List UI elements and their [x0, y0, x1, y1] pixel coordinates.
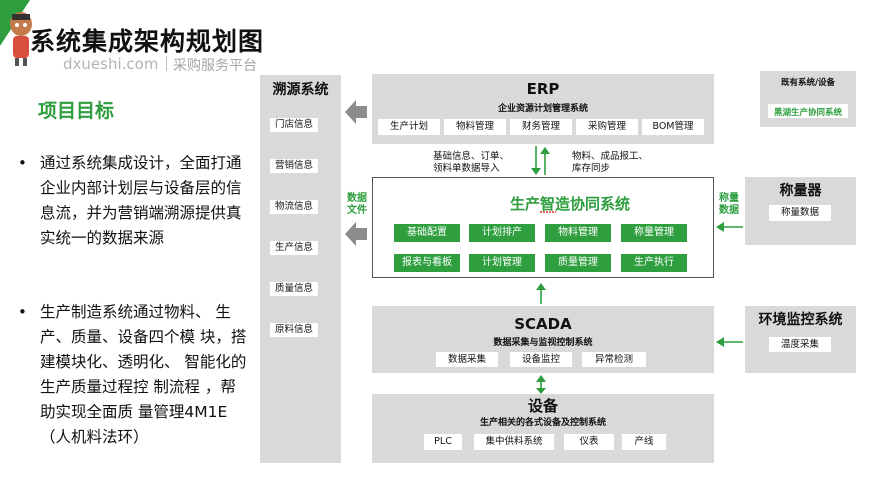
flow-label-up-2: 库存同步: [572, 163, 611, 174]
data-file-label-2: 文件: [347, 205, 367, 216]
legend-box: 既有系统/设备 黑湖生产协同系统: [760, 71, 856, 127]
mascot-logo: [10, 12, 32, 66]
erp-title: ERP: [526, 80, 560, 98]
device-module-meter: 仪表: [564, 434, 614, 450]
device-module-feeding: 集中供料系统: [474, 434, 554, 450]
scada-module-anomaly: 异常检测: [582, 352, 646, 367]
data-file-label: 数据 文件: [343, 193, 371, 217]
trace-item-logistics: 物流信息: [270, 200, 318, 214]
mes-module-schedule: 计划排产: [469, 224, 535, 242]
device-panel: 设备 生产相关的各式设备及控制系统 PLC 集中供料系统 仪表 产线: [372, 394, 714, 463]
erp-module-finance: 财务管理: [510, 119, 572, 135]
goal-heading: 项目目标: [38, 100, 115, 122]
env-monitor-title: 环境监控系统: [758, 312, 843, 328]
trace-item-quality: 质量信息: [270, 282, 318, 296]
trace-item-store: 门店信息: [270, 118, 318, 132]
device-module-line: 产线: [622, 434, 666, 450]
trace-item-material: 原料信息: [270, 323, 318, 337]
device-subtitle: 生产相关的各式设备及控制系统: [479, 418, 606, 428]
mes-module-material: 物料管理: [545, 224, 611, 242]
mes-module-execution: 生产执行: [621, 254, 687, 272]
trace-item-marketing: 营销信息: [270, 159, 318, 173]
goal-bullet-1: 通过系统集成设计，全面打通企业内部计划层与设备层的信息流，并为营销端溯源提供真实…: [40, 154, 242, 247]
erp-panel: ERP 企业资源计划管理系统 生产计划 物料管理 财务管理 采购管理 BOM管理: [372, 74, 714, 144]
trace-system-title: 溯源系统: [272, 82, 329, 98]
arrow-mes-to-trace: [345, 222, 367, 246]
erp-subtitle: 企业资源计划管理系统: [497, 104, 588, 114]
env-monitor-panel: 环境监控系统 温度采集: [745, 306, 856, 373]
weigher-item: 称量数据: [769, 205, 831, 221]
data-file-label-1: 数据: [347, 193, 367, 204]
flow-label-up-1: 物料、成品报工、: [572, 151, 649, 162]
scada-module-monitor: 设备监控: [510, 352, 572, 367]
scada-panel: SCADA 数据采集与监视控制系统 数据采集 设备监控 异常检测: [372, 306, 714, 373]
erp-module-bom: BOM管理: [642, 119, 704, 135]
mes-title: 生产智造协同系统: [510, 195, 631, 213]
weigher-panel: 称量器 称量数据: [745, 177, 856, 245]
env-monitor-item: 温度采集: [769, 337, 831, 352]
trace-system-panel: 溯源系统 门店信息 营销信息 物流信息 生产信息 质量信息 原料信息: [260, 75, 341, 463]
bullet-dot-2: •: [18, 303, 27, 321]
flow-label-down-2: 领料单数据导入: [433, 163, 500, 174]
weigh-data-label-1: 称量: [719, 193, 739, 204]
erp-module-purchase: 采购管理: [576, 119, 638, 135]
flow-label-down-1: 基础信息、订单、: [433, 151, 510, 162]
bullet-dot-1: •: [18, 154, 27, 172]
device-module-plc: PLC: [424, 434, 462, 450]
scada-module-acquisition: 数据采集: [436, 352, 498, 367]
legend-new-swatch: [768, 104, 848, 118]
mes-module-basic-config: 基础配置: [394, 224, 460, 242]
watermark-domain: dxueshi.com: [63, 55, 159, 73]
device-title: 设备: [527, 397, 558, 415]
mes-module-reports: 报表与看板: [394, 254, 460, 272]
erp-module-material: 物料管理: [444, 119, 506, 135]
page-title: 系统集成架构规划图: [30, 27, 265, 56]
scada-title: SCADA: [514, 315, 572, 333]
goal-bullet-2: 生产制造系统通过物料、 生产、质量、设备四个模 块，搭建模块化、透明化、 智能化…: [40, 303, 247, 446]
weigh-data-label-2: 数据: [719, 205, 739, 216]
mes-module-plan-mgmt: 计划管理: [469, 254, 535, 272]
legend-existing: 既有系统/设备: [780, 78, 836, 88]
scada-subtitle: 数据采集与监视控制系统: [493, 338, 593, 348]
watermark-tagline: 采购服务平台: [173, 58, 257, 74]
mes-module-quality: 质量管理: [545, 254, 611, 272]
watermark-divider: [166, 56, 167, 71]
trace-item-production: 生产信息: [270, 241, 318, 255]
arrow-erp-to-trace: [345, 100, 367, 124]
erp-module-production-plan: 生产计划: [378, 119, 440, 135]
mes-module-weighing: 称量管理: [621, 224, 687, 242]
legend-new: 黑湖生产协同系统: [773, 108, 842, 118]
weigher-title: 称量器: [779, 183, 822, 199]
weigh-data-label: 称量 数据: [715, 193, 743, 217]
